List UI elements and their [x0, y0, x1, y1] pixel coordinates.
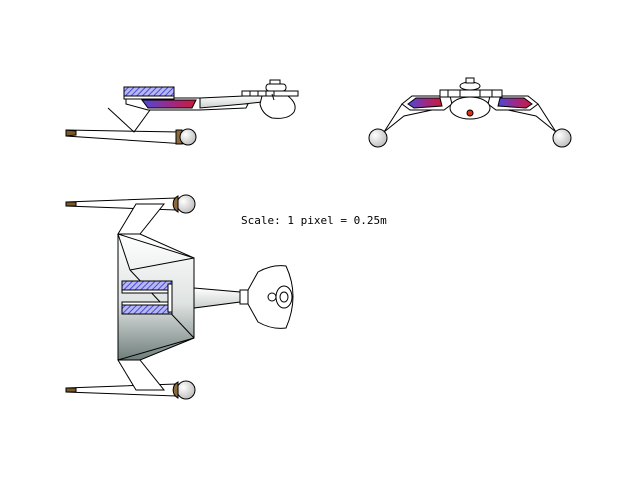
top-upper-nacelle-sphere [176, 194, 196, 214]
front-view [368, 77, 572, 148]
top-neck-connector [239, 289, 249, 305]
side-nacelle-arm [65, 129, 187, 145]
side-upper-plate [123, 86, 175, 97]
side-command-pod [259, 95, 296, 119]
top-view [65, 194, 294, 400]
side-nacelle-tip [65, 129, 77, 137]
side-upper-plate-trim [123, 95, 175, 100]
side-impulse-panel [141, 99, 197, 109]
front-right-panel [497, 97, 533, 109]
top-lower-nacelle-sphere [176, 380, 196, 400]
front-right-sphere [552, 128, 572, 148]
side-wing-strut [107, 107, 151, 133]
front-deflector-beacon [466, 109, 474, 117]
front-deck [439, 89, 503, 98]
side-view [65, 79, 299, 146]
scale-label: Scale: 1 pixel = 0.25m [241, 214, 387, 227]
front-left-sphere [368, 128, 388, 148]
front-command-pod [449, 96, 491, 120]
front-left-panel [407, 97, 443, 109]
front-left-arm [383, 103, 433, 133]
top-neck-boom [193, 287, 241, 309]
side-command-dome [265, 83, 287, 92]
top-lower-nacelle-tip [65, 387, 77, 393]
front-right-arm [507, 103, 557, 133]
top-impulse-panel-lower [121, 304, 173, 315]
top-impulse-panel-upper [121, 280, 173, 291]
side-nacelle-sphere [179, 128, 197, 146]
top-upper-nacelle-tip [65, 201, 77, 207]
